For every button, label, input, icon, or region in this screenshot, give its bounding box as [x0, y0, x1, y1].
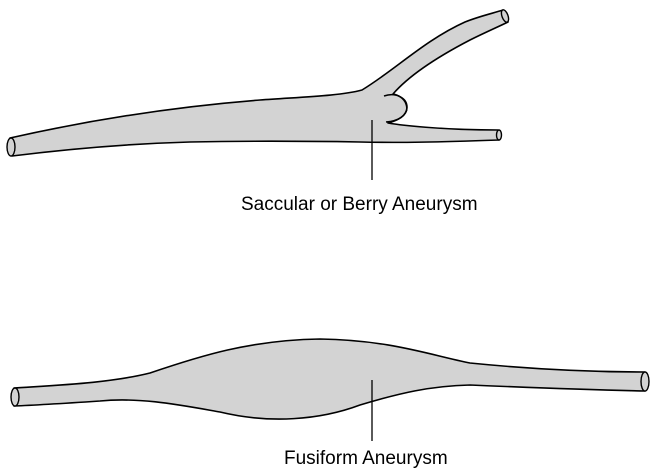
fusiform-end-left: [11, 388, 19, 406]
fusiform-end-right: [641, 372, 649, 391]
fusiform-aneurysm-figure: [11, 339, 649, 441]
vessel-end-lower-right: [497, 130, 502, 140]
saccular-aneurysm-figure: [7, 9, 510, 180]
fusiform-vessel: [14, 339, 645, 419]
saccular-aneurysm-label: Saccular or Berry Aneurysm: [241, 194, 478, 216]
fusiform-aneurysm-label: Fusiform Aneurysm: [284, 448, 448, 470]
branching-vessel: [10, 10, 508, 156]
vessel-end-left: [7, 138, 15, 156]
